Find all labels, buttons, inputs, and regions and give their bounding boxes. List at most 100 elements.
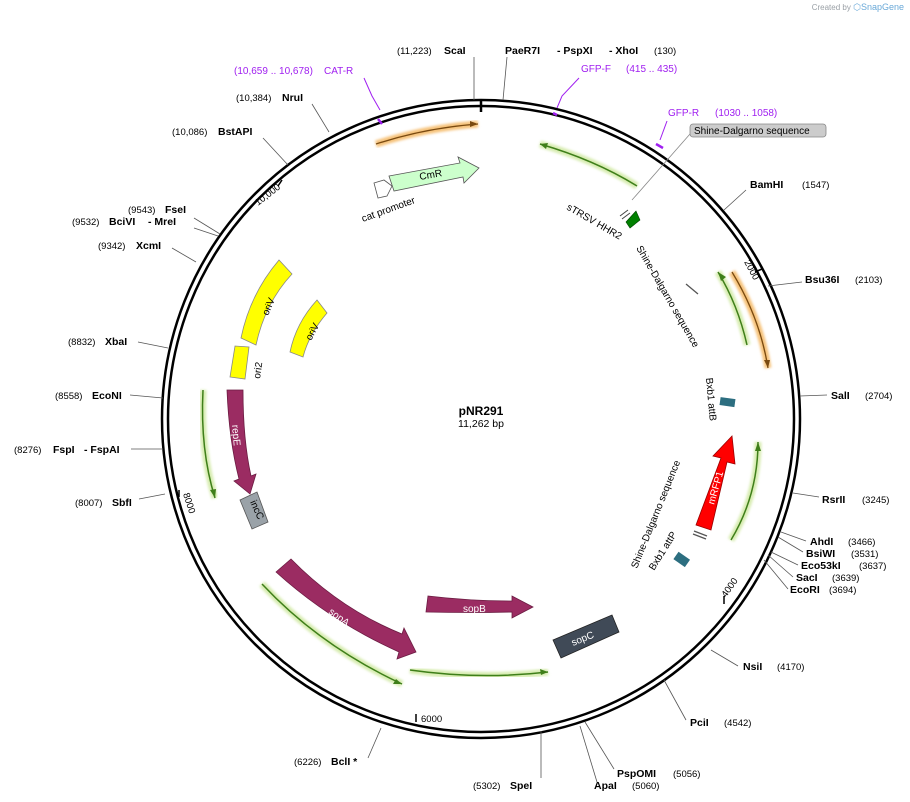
site-name: EcoNI <box>92 390 122 402</box>
site-pos: (3637) <box>859 561 886 572</box>
site-pos: (5056) <box>673 769 700 780</box>
oriv-outer-feature[interactable]: oriV <box>240 259 293 346</box>
repe-label: repE <box>229 424 242 446</box>
site-pos: (1547) <box>802 180 829 191</box>
oriv-inner-feature[interactable]: oriV <box>289 299 328 358</box>
site-nrui[interactable]: (10,384) NruI <box>236 92 303 104</box>
orf-arcs <box>199 140 762 688</box>
site-pos: (8558) <box>55 391 82 402</box>
repe-feature[interactable]: repE <box>226 389 257 495</box>
sopa-feature[interactable]: sopA <box>275 558 417 660</box>
site-psp0mi[interactable]: PspOMI (5056) <box>617 768 700 780</box>
site-pos: (10,086) <box>172 127 207 138</box>
site-xbai[interactable]: (8832)XbaI <box>68 336 127 348</box>
site-paer7i[interactable]: PaeR7I <box>505 45 540 57</box>
site-name: Bsu36I <box>805 274 840 286</box>
site-leaders <box>129 56 828 783</box>
orf-arc-3 <box>727 441 762 542</box>
site-name: NruI <box>282 92 303 104</box>
site-bcli[interactable]: (6226)BclI * <box>294 756 358 768</box>
site-ahdi[interactable]: AhdI (3466) <box>810 536 875 548</box>
primer-range: (10,659 .. 10,678) <box>234 66 313 77</box>
tick-label: 4000 <box>719 576 740 600</box>
bxb1-attb-feature[interactable]: Bxb1 attB <box>703 377 736 422</box>
incc-feature[interactable]: incC <box>239 491 269 530</box>
site-name: RsrII <box>822 494 845 506</box>
site-nsii[interactable]: NsiI(4170) <box>743 661 804 673</box>
site-pos: (3245) <box>862 495 889 506</box>
site-name: PciI <box>690 717 709 729</box>
sd-tooltip[interactable]: Shine-Dalgarno sequence <box>631 123 827 201</box>
site-sali[interactable]: SalI(2704) <box>831 390 892 402</box>
site-bamhi[interactable]: BamHI (1547) <box>750 179 829 191</box>
site-spei[interactable]: (5302)SpeI <box>473 780 532 792</box>
site-pspxi[interactable]: - PspXI <box>557 45 593 57</box>
sopb-feature[interactable]: sopB <box>425 595 534 619</box>
site-pos: (9532) <box>72 217 99 228</box>
mrfp1-feature[interactable]: mRFP1 <box>695 435 736 531</box>
site-fspi[interactable]: (8276)FspI <box>14 444 75 456</box>
site-pos: (130) <box>654 46 676 57</box>
site-fsei[interactable]: (9543)FseI <box>128 204 186 216</box>
primer-name: GFP-R <box>668 108 699 119</box>
cat-promoter-label: cat promoter <box>360 195 417 225</box>
sopc-feature[interactable]: sopC <box>552 614 620 659</box>
primer-cat-r[interactable]: (10,659 .. 10,678) CAT-R <box>234 66 383 125</box>
tick-label: 6000 <box>421 714 442 725</box>
site-pos: (5302) <box>473 781 500 792</box>
site-name: ApaI <box>594 780 617 792</box>
site-name: PaeR7I <box>505 45 540 57</box>
site-name: AhdI <box>810 536 833 548</box>
site-name: - XhoI <box>609 45 638 57</box>
site-apai[interactable]: ApaI(5060) <box>594 780 659 792</box>
site-econi[interactable]: (8558) EcoNI <box>55 390 122 402</box>
site-pos: (4542) <box>724 718 751 729</box>
site-pos: (3639) <box>832 573 859 584</box>
site-name: PspOMI <box>617 768 656 780</box>
site-pos: (9342) <box>98 241 125 252</box>
site-ecori[interactable]: EcoRI(3694) <box>790 584 856 596</box>
primer-name: GFP-F <box>581 64 611 75</box>
bxb1-attp-feature[interactable]: Bxb1 attP <box>647 530 691 573</box>
site-pos: (6226) <box>294 757 321 768</box>
site-pos: (3694) <box>829 585 856 596</box>
site-pos: (2103) <box>855 275 882 286</box>
primer-gfp-r[interactable]: GFP-R (1030 .. 1058) <box>655 108 777 150</box>
strsv-label: sTRSV HHR2 <box>565 202 624 243</box>
site-name: BamHI <box>750 179 783 191</box>
site-pos: (10,384) <box>236 93 271 104</box>
site-name: ScaI <box>444 45 466 57</box>
site-name: SacI <box>796 572 818 584</box>
site-bsu36i[interactable]: Bsu36I (2103) <box>805 274 882 286</box>
site-fspai[interactable]: - FspAI <box>84 444 120 456</box>
tick-label: 10,000 <box>253 182 283 209</box>
site-name: XcmI <box>136 240 161 252</box>
orange-arc-1 <box>374 120 479 148</box>
site-pcii[interactable]: PciI (4542) <box>690 717 751 729</box>
primer-range: (415 .. 435) <box>626 64 677 75</box>
site-pos: (9543) <box>128 205 155 216</box>
cmr-feature[interactable]: CmR <box>388 156 480 192</box>
site-eco53ki[interactable]: Eco53kI(3637) <box>801 560 886 572</box>
sd-tooltip-label: Shine-Dalgarno sequence <box>694 126 810 137</box>
sd1-label: Shine-Dalgarno sequence <box>633 244 701 350</box>
site-saci[interactable]: SacI (3639) <box>796 572 859 584</box>
site-bsiwi[interactable]: BsiWI(3531) <box>806 548 878 560</box>
site-pos: (3531) <box>851 549 878 560</box>
site-xcmi[interactable]: (9342) XcmI <box>98 240 161 252</box>
ori2-feature[interactable]: ori2 <box>229 345 265 380</box>
site-xhoi[interactable]: - XhoI (130) <box>609 45 676 57</box>
credit-text: Created by <box>811 3 851 12</box>
site-pos: (3466) <box>848 537 875 548</box>
site-name: - PspXI <box>557 45 593 57</box>
site-sbfi[interactable]: (8007)SbfI <box>75 497 132 509</box>
site-rsrii[interactable]: RsrII (3245) <box>822 494 889 506</box>
bxb1-attb-label: Bxb1 attB <box>703 377 718 421</box>
site-scai[interactable]: (11,223)ScaI <box>397 45 466 57</box>
site-bcivi[interactable]: (9532)BciVI <box>72 216 135 228</box>
site-mrei[interactable]: - MreI <box>148 216 176 228</box>
primer-gfp-f[interactable]: GFP-F (415 .. 435) <box>552 64 677 117</box>
site-bstapi[interactable]: (10,086)BstAPI <box>172 126 253 138</box>
strsv-feature[interactable]: sTRSV HHR2 <box>565 202 641 243</box>
